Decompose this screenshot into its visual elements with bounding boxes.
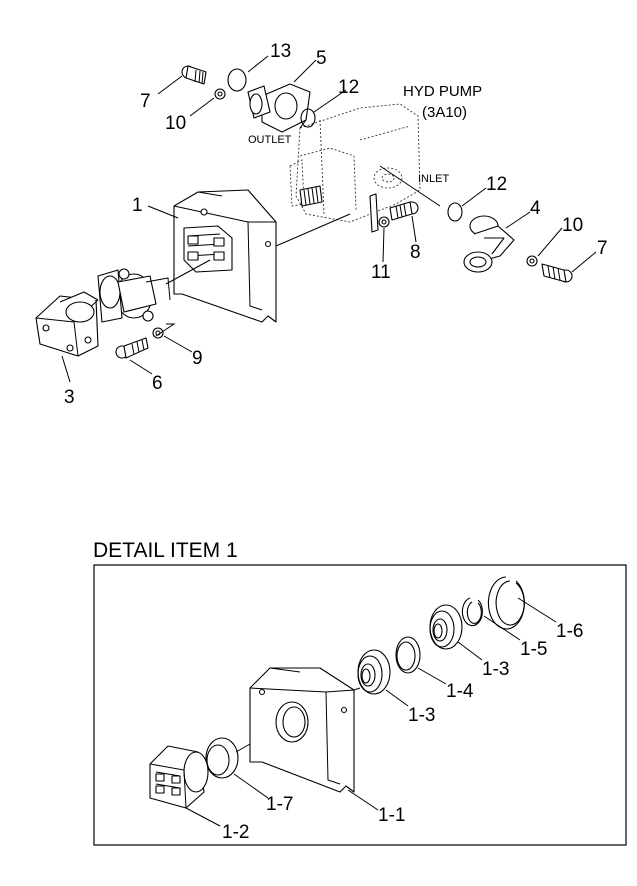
o-ring-12-inlet xyxy=(447,202,463,222)
snap-ring-1-6 xyxy=(487,576,525,630)
callout-9: 9 xyxy=(192,348,203,369)
bearing-1-3-upper xyxy=(429,604,463,650)
outlet-flange xyxy=(247,83,311,133)
callout-1-2: 1-2 xyxy=(222,822,249,843)
detail-item-1: DETAIL ITEM 1 xyxy=(93,539,627,846)
callout-10-outlet: 10 xyxy=(165,113,186,134)
housing-1-1 xyxy=(249,667,355,793)
leader-lines xyxy=(61,55,597,383)
detail-frame xyxy=(93,564,627,846)
pump-mounting-ear xyxy=(369,193,379,233)
callout-11: 11 xyxy=(371,262,391,283)
inlet-label: INLET xyxy=(418,173,449,185)
outlet-label: OUTLET xyxy=(248,134,292,146)
callout-1: 1 xyxy=(132,195,143,216)
callout-1-3-upper: 1-3 xyxy=(482,659,509,680)
callout-7-outlet: 7 xyxy=(140,91,151,112)
snap-ring-1-5 xyxy=(461,597,483,627)
washer-10-inlet xyxy=(526,255,538,267)
washer-10-outlet xyxy=(214,88,226,100)
o-ring-13 xyxy=(227,68,247,92)
inlet-elbow xyxy=(463,215,515,273)
callout-13: 13 xyxy=(270,41,291,62)
callout-4: 4 xyxy=(530,198,541,219)
detail-leader-lines xyxy=(185,597,557,827)
bolt-6 xyxy=(115,337,149,359)
detail-title: DETAIL ITEM 1 xyxy=(93,539,238,562)
callout-8: 8 xyxy=(410,242,421,263)
callout-5: 5 xyxy=(316,48,327,69)
spacer-1-4 xyxy=(395,636,421,674)
o-ring-12-outlet xyxy=(300,108,316,128)
callout-6: 6 xyxy=(152,373,163,394)
callout-12-inlet: 12 xyxy=(486,174,507,195)
callout-3: 3 xyxy=(64,387,75,408)
washer-11 xyxy=(378,216,390,228)
washer-9 xyxy=(152,327,164,339)
gearbox-adapter-flange xyxy=(35,291,99,357)
bolt-7-inlet xyxy=(541,263,573,283)
pump-label: HYD PUMP xyxy=(403,83,482,100)
pump-mount-bracket xyxy=(173,189,277,323)
bolt-8 xyxy=(389,201,419,221)
callout-1-1: 1-1 xyxy=(378,805,405,826)
hydraulic-pump xyxy=(289,103,421,223)
callout-7-inlet: 7 xyxy=(597,238,608,259)
callout-1-4: 1-4 xyxy=(446,681,474,702)
main-assembly: HYD PUMP (3A10) OUTLET INLET 13 5 12 7 1… xyxy=(35,41,608,408)
bearing-1-3-lower xyxy=(357,649,391,695)
callout-1-3-lower: 1-3 xyxy=(408,705,435,726)
callout-10-inlet: 10 xyxy=(562,215,583,236)
callout-1-7: 1-7 xyxy=(266,794,293,815)
bolt-7-outlet xyxy=(181,65,207,85)
callout-12-outlet: 12 xyxy=(338,77,359,98)
callout-1-6: 1-6 xyxy=(556,621,583,642)
callout-1-5: 1-5 xyxy=(520,639,547,660)
pump-code: (3A10) xyxy=(422,104,467,121)
coupling-u-joint xyxy=(97,268,171,323)
seal-1-7 xyxy=(205,737,239,779)
flange-1-2 xyxy=(149,745,209,809)
